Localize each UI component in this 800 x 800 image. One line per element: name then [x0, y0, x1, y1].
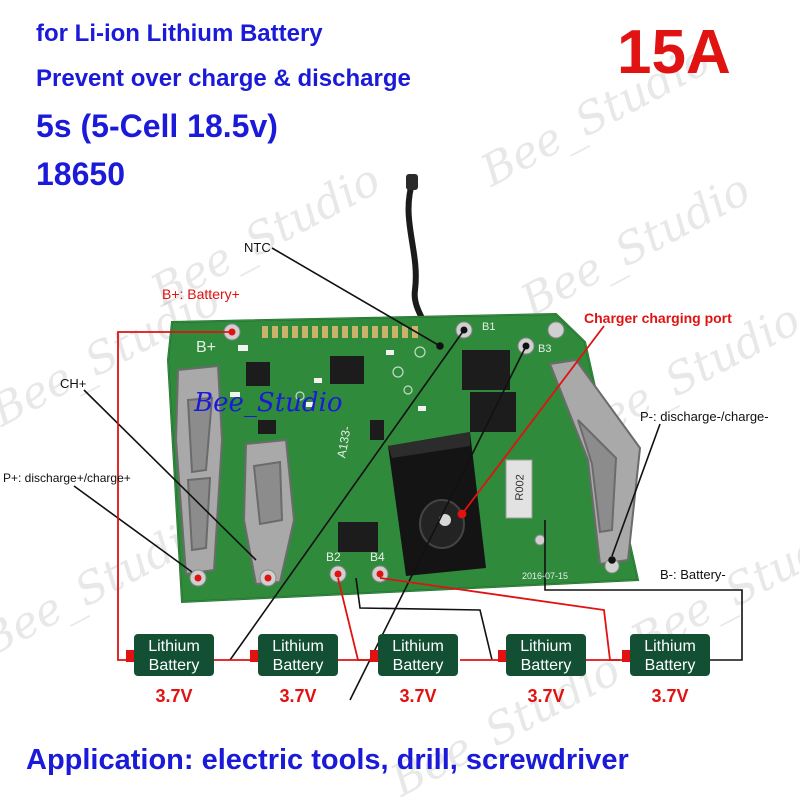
ic-chip: [330, 356, 364, 384]
header-line-4: 18650: [36, 156, 125, 192]
battery-cell: Lithium Battery: [258, 634, 338, 676]
cell-label-line2: Battery: [520, 657, 572, 674]
shunt-resistor: [505, 459, 533, 519]
board-brand: Bee_Studio: [194, 388, 343, 418]
cell-voltage: 3.7V: [399, 686, 437, 706]
cell-voltage: 3.7V: [651, 686, 689, 706]
silk-b4: B4: [370, 550, 385, 564]
cell-terminal: [498, 650, 506, 662]
mosfet-3: [338, 522, 378, 552]
label-charger-port: Charger charging port: [584, 310, 732, 326]
leader-lines-red: [117, 325, 622, 661]
cell-label-line2: Battery: [272, 657, 324, 674]
silk-resistor: R002: [513, 474, 527, 501]
solder-pads: [189, 321, 620, 587]
header-line-1: for Li-ion Lithium Battery: [36, 20, 323, 47]
cell-label-line1: Lithium: [272, 638, 324, 655]
cell-terminal: [126, 650, 134, 662]
battery-terminal-center: [242, 438, 296, 586]
cell-voltage: 3.7V: [155, 686, 193, 706]
leader-lines-black: [73, 247, 743, 701]
cell-label-line2: Battery: [644, 657, 696, 674]
current-rating: 15A: [617, 18, 731, 87]
battery-cell: Lithium Battery: [378, 634, 458, 676]
cell-label-line1: Lithium: [392, 638, 444, 655]
battery-cell: Lithium Battery: [134, 634, 214, 676]
cell-label-line2: Battery: [148, 657, 200, 674]
cell-label-line1: Lithium: [148, 638, 200, 655]
cell-terminal: [370, 650, 378, 662]
silk-b1: B1: [482, 321, 496, 333]
battery-cell: Lithium Battery: [630, 634, 710, 676]
mosfet-1: [462, 350, 510, 390]
application-text: Application: electric tools, drill, scre…: [26, 744, 629, 776]
label-b-plus: B+: Battery+: [162, 286, 240, 302]
cell-label-line2: Battery: [392, 657, 444, 674]
silk-b-plus: B+: [196, 339, 217, 356]
cell-label-line1: Lithium: [520, 638, 572, 655]
label-p-plus: P+: discharge+/charge+: [3, 471, 131, 485]
ntc-sensor: [406, 174, 418, 190]
silk-b2: B2: [326, 550, 341, 564]
label-ch-plus: CH+: [60, 376, 87, 391]
silk-b3: B3: [538, 343, 552, 355]
cell-label-line1: Lithium: [644, 638, 696, 655]
cell-voltage: 3.7V: [527, 686, 565, 706]
battery-terminal-right: [548, 358, 642, 566]
battery-terminal-left: [174, 364, 224, 576]
header-line-3: 5s (5-Cell 18.5v): [36, 108, 278, 144]
cell-terminal: [250, 650, 258, 662]
cell-voltage: 3.7V: [279, 686, 317, 706]
silk-date: 2016-07-15: [522, 571, 569, 581]
battery-cell: Lithium Battery: [506, 634, 586, 676]
transistor: [246, 362, 270, 386]
label-p-minus: P-: discharge-/charge-: [640, 409, 769, 424]
cell-terminal: [622, 650, 630, 662]
label-b-minus: B-: Battery-: [660, 567, 726, 582]
label-ntc: NTC: [244, 240, 271, 255]
header-line-2: Prevent over charge & discharge: [36, 65, 411, 92]
